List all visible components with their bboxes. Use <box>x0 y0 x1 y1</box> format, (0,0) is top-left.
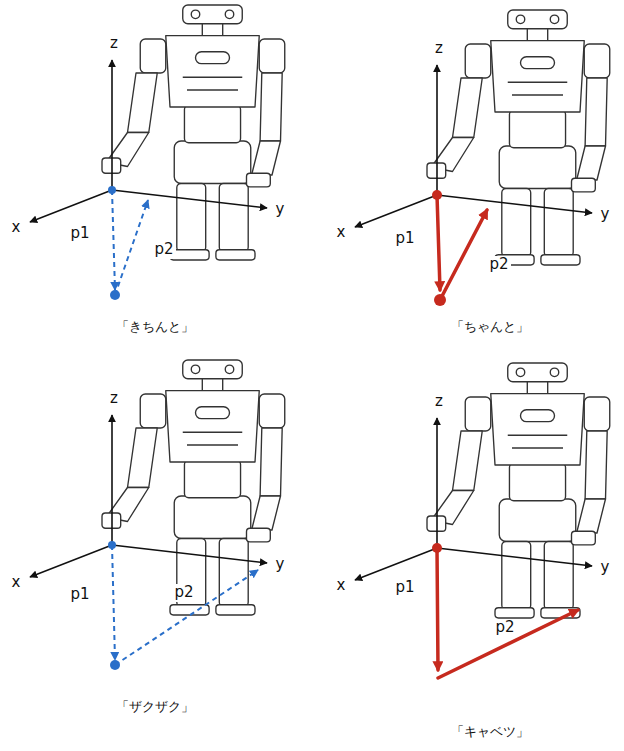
origin-point <box>108 186 116 194</box>
vector-point <box>110 290 120 300</box>
axis-label: z <box>433 40 445 57</box>
robot-illustration <box>427 10 610 265</box>
vector-label: p2 <box>172 584 195 601</box>
axis-label: x <box>10 219 23 236</box>
caption-text: 「ザクザク」 <box>114 700 196 715</box>
x-axis <box>355 548 437 580</box>
robot-illustration <box>102 360 285 615</box>
z-axis <box>111 60 113 190</box>
vector-p1 <box>437 548 438 670</box>
vector-point <box>434 294 446 306</box>
z-axis <box>111 415 113 545</box>
axis-label: x <box>335 224 348 241</box>
origin-point <box>432 543 442 553</box>
z-axis <box>436 65 438 195</box>
axis-label: x <box>10 574 23 591</box>
vector-label: p2 <box>493 619 516 636</box>
axis-label: y <box>274 201 287 218</box>
y-axis <box>112 190 267 208</box>
y-axis <box>437 548 592 566</box>
x-axis <box>30 190 112 222</box>
vector-p1 <box>112 190 115 290</box>
vector-p2 <box>440 210 487 300</box>
origin-point <box>108 541 116 549</box>
x-axis <box>30 545 112 577</box>
vector-label: p1 <box>393 230 416 247</box>
caption-text: 「キャベツ」 <box>449 725 531 740</box>
axis-label: z <box>108 390 120 407</box>
vector-p2 <box>115 570 258 665</box>
vector-label: p2 <box>152 241 175 258</box>
axis-label: y <box>274 556 287 573</box>
robot-illustration <box>427 363 610 618</box>
vector-point <box>110 660 120 670</box>
vector-label: p1 <box>68 586 91 603</box>
vector-label: p1 <box>68 225 91 242</box>
axis-label: y <box>599 559 612 576</box>
axis-label: y <box>599 206 612 223</box>
axis-label: z <box>433 393 445 410</box>
caption-text: 「ちゃんと」 <box>449 320 531 335</box>
y-axis <box>112 545 267 563</box>
vector-p2 <box>438 610 578 678</box>
vector-label: p2 <box>487 256 510 273</box>
axis-label: x <box>335 577 348 594</box>
origin-point <box>432 190 442 200</box>
vector-p1 <box>437 195 440 290</box>
vector-label: p1 <box>393 579 416 596</box>
axis-label: z <box>108 35 120 52</box>
z-axis <box>436 418 438 548</box>
vector-p1 <box>112 545 115 660</box>
robot-illustration <box>102 5 285 260</box>
caption-text: 「きちんと」 <box>114 320 196 335</box>
x-axis <box>355 195 437 227</box>
y-axis <box>437 195 592 213</box>
vector-p2 <box>115 200 148 295</box>
